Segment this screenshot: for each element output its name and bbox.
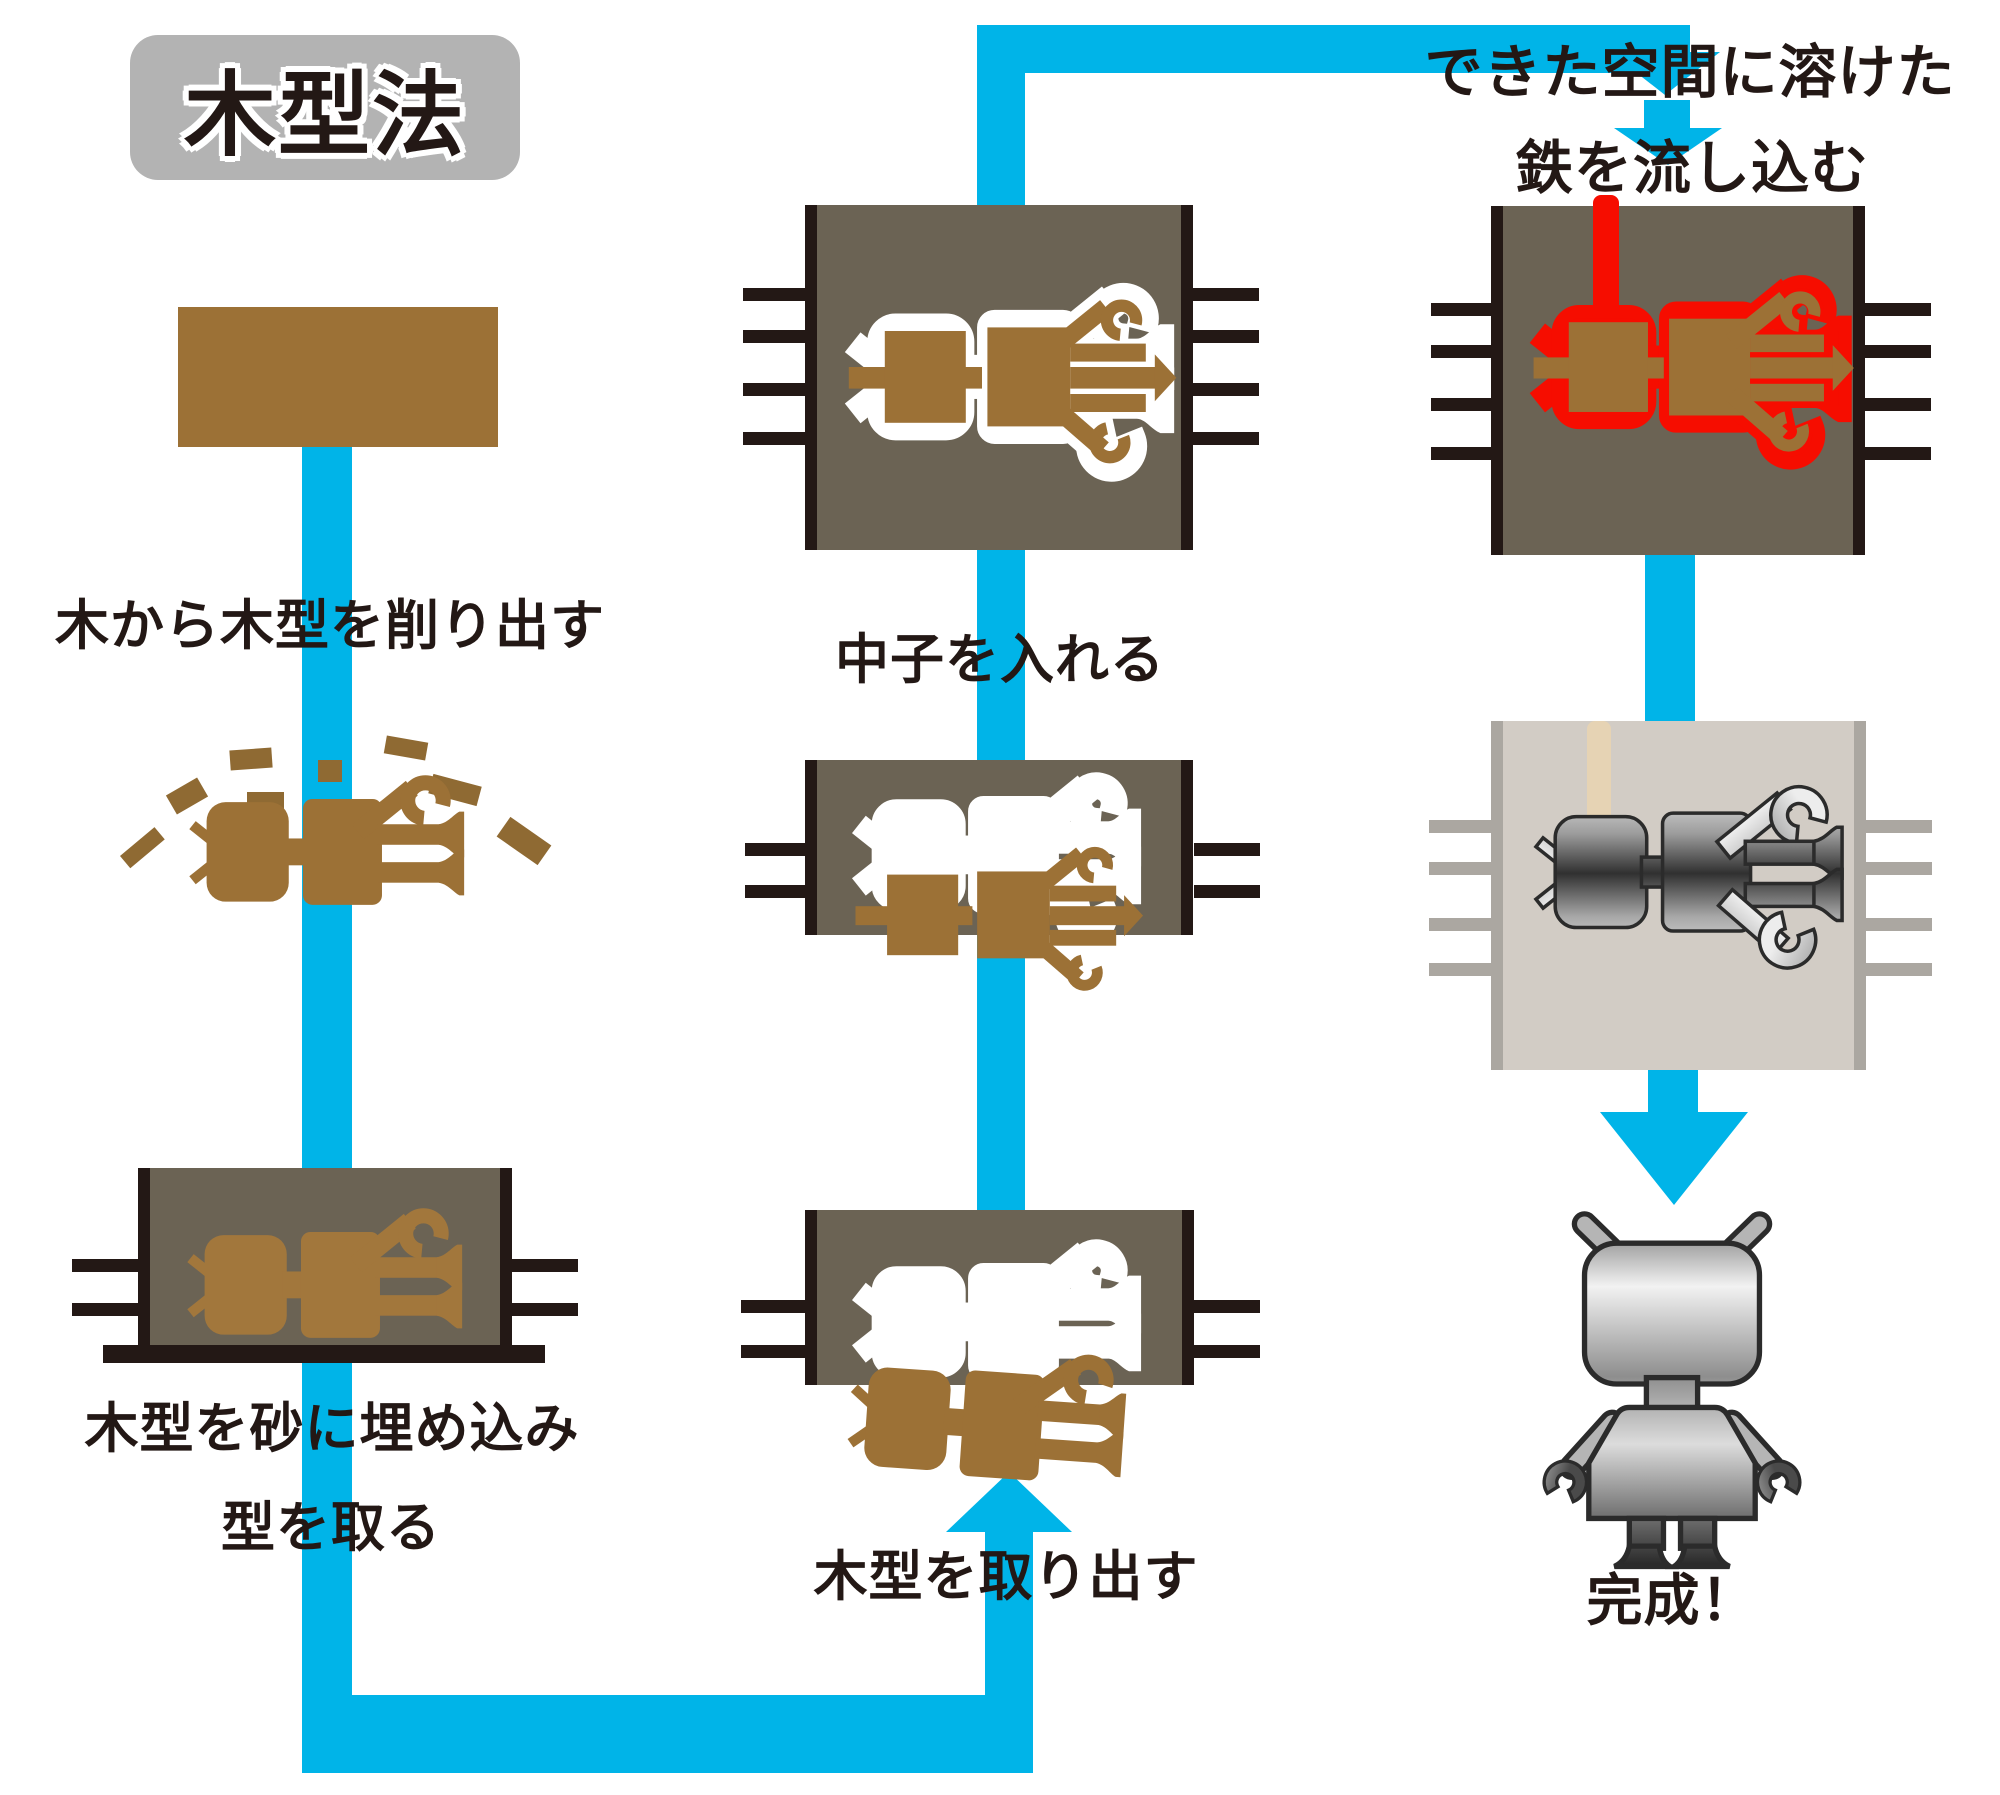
step-label-carve: 木から木型を削り出す (55, 596, 605, 656)
step-label-core: 中子を入れる (835, 630, 1165, 690)
step-label-embed-line2: 型を取る (221, 1498, 441, 1558)
robot-leg (1626, 1515, 1667, 1551)
mold-ticks (741, 1300, 1260, 1358)
finished-robot-illustration (1538, 1211, 1806, 1570)
title-badge: 木型法 (130, 35, 520, 180)
mold-ticks (743, 288, 1259, 445)
arrow-down-icon (1610, 52, 1720, 95)
step-label-pour-line1: できた空間に溶けた (1424, 40, 1956, 105)
molten-iron-sprue (1593, 195, 1619, 335)
sand-mold-embedded-illustration (72, 1168, 578, 1363)
flow-path-left-column (302, 447, 1072, 1773)
page-title: 木型法 (183, 65, 466, 167)
step-label-pour-line2: 鉄を流し込む (1514, 136, 1870, 201)
core-inserting-illustration (745, 760, 1260, 1045)
flow-path-right-column (1600, 25, 1748, 1205)
mold-ticks (745, 843, 1260, 898)
solid-sprue (1587, 721, 1611, 841)
solidified-casting-illustration (1429, 721, 1932, 1070)
mold-base-board (103, 1345, 545, 1363)
arrow-up-icon (946, 1472, 1072, 1532)
robot-body (1586, 1404, 1758, 1522)
robot-foot (1664, 1543, 1731, 1570)
robot-foot (1613, 1543, 1680, 1570)
step-label-embed-line1: 木型を砂に埋め込み (84, 1399, 580, 1459)
robot-head (1581, 1240, 1763, 1387)
pattern-removal-illustration (741, 1210, 1260, 1520)
wood-block-illustration (178, 307, 498, 447)
iron-pouring-illustration (1431, 195, 1931, 555)
mold-ticks (1429, 820, 1932, 976)
carving-pattern-illustration (120, 735, 552, 1065)
arrow-down-icon (1614, 128, 1722, 165)
wooden-pattern-robot (189, 765, 464, 904)
mold-with-core-illustration (743, 205, 1259, 550)
step-label-remove: 木型を取り出す (813, 1547, 1199, 1607)
mold-ticks (1431, 303, 1931, 460)
arrow-down-icon (1600, 1112, 1748, 1205)
step-label-done: 完成！ (1586, 1569, 1758, 1632)
